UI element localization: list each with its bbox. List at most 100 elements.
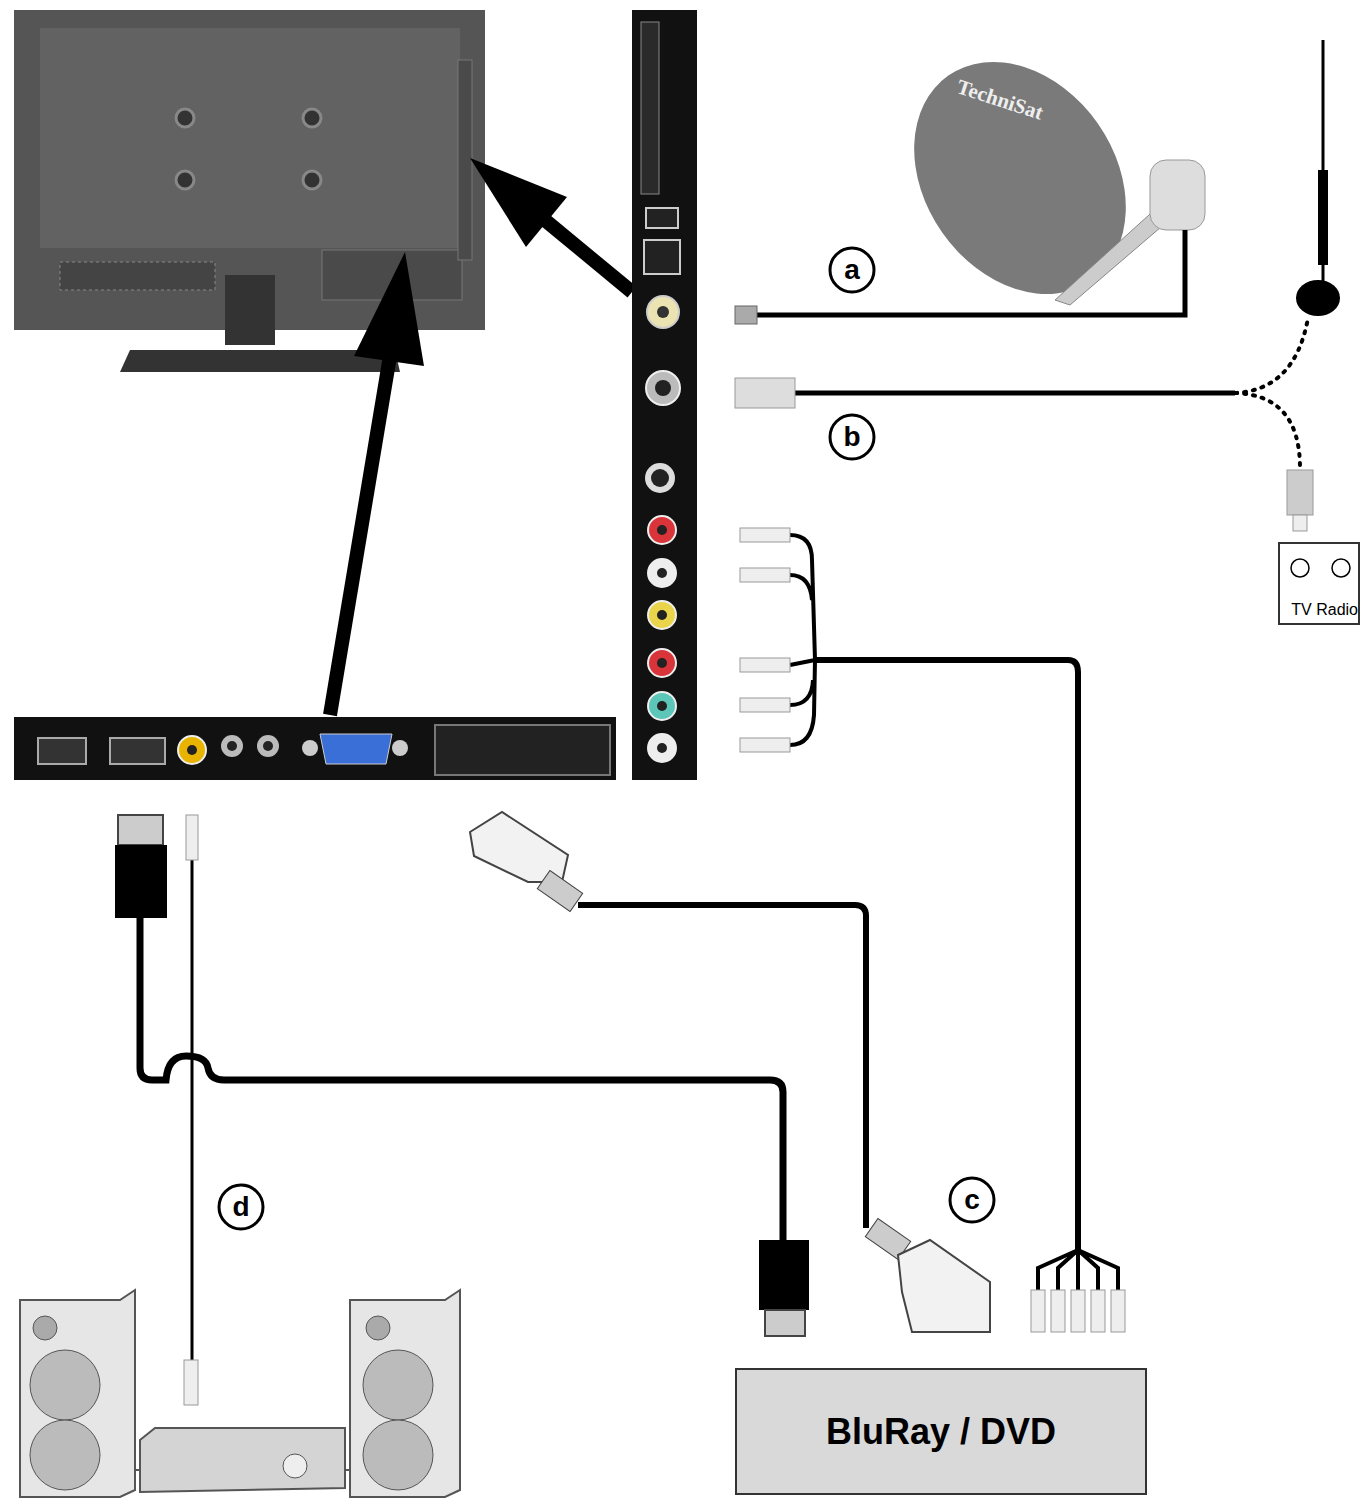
coax-plug — [1287, 470, 1313, 515]
wall-socket-box: TV Radio — [1278, 542, 1360, 625]
bottom-connector-panel — [14, 717, 616, 780]
callout-circle — [830, 415, 874, 459]
rca-plug — [740, 698, 790, 712]
tv-panel — [40, 28, 460, 248]
device-box: BluRay / DVD — [735, 1368, 1147, 1495]
satellite-dish — [870, 21, 1169, 335]
rca-plug — [1071, 1290, 1085, 1332]
scart-port — [435, 725, 610, 775]
coax-plug-tip — [1293, 515, 1307, 531]
jack-socket — [257, 735, 279, 757]
pointer-arrow-head — [470, 158, 567, 247]
speaker — [350, 1290, 460, 1497]
socket-hole — [651, 469, 669, 487]
hdmi-plug-tip — [765, 1310, 805, 1336]
coax-plug — [735, 378, 795, 408]
lnb — [1150, 160, 1205, 230]
side-connector-panel — [632, 10, 697, 780]
hdmi-port — [38, 738, 86, 764]
antenna-socket — [646, 371, 680, 405]
callout-letter: a — [844, 256, 860, 284]
woofer — [363, 1350, 433, 1420]
tweeter — [366, 1316, 390, 1340]
sat-cable — [755, 230, 1185, 315]
scart-cable — [578, 905, 866, 1228]
rca-wires — [790, 535, 815, 745]
socket-hole — [227, 741, 237, 751]
pointer-arrow-head — [354, 252, 424, 366]
hdmi-cable — [140, 918, 783, 1240]
sat-f-socket — [647, 296, 679, 328]
speaker — [20, 1290, 135, 1497]
callout-letter: c — [964, 1186, 980, 1214]
pointer-arrow — [540, 216, 632, 292]
callout-circle — [830, 248, 874, 292]
socket-hole — [657, 568, 667, 578]
rca-plug — [740, 528, 790, 542]
mount-screw — [303, 109, 321, 127]
mount-screw — [303, 171, 321, 189]
rca-socket — [648, 601, 676, 629]
rca-wires — [1038, 1250, 1118, 1290]
audio-plug — [186, 815, 198, 860]
rca-socket — [648, 734, 676, 762]
stand-neck — [225, 275, 275, 345]
mount-screw — [176, 171, 194, 189]
amplifier — [140, 1428, 345, 1492]
woofer — [30, 1350, 100, 1420]
lan-port — [644, 240, 680, 274]
rca-socket — [648, 559, 676, 587]
socket-hole — [657, 701, 667, 711]
audio-cable — [191, 858, 194, 1362]
socket-hole — [657, 610, 667, 620]
audio-plug — [184, 1360, 198, 1405]
callout-letter: d — [232, 1193, 249, 1221]
component-cable — [815, 660, 1078, 1250]
callout-letter: b — [843, 423, 860, 451]
socket-hole — [1291, 559, 1309, 577]
svideo-socket — [645, 463, 675, 493]
socket-hole — [657, 658, 667, 668]
rca-plug — [1031, 1290, 1045, 1332]
hdmi-plug — [115, 845, 167, 918]
scart-strain-relief — [537, 871, 582, 912]
card-slot — [641, 22, 659, 194]
scart-plug — [898, 1240, 990, 1332]
usb-port — [646, 208, 678, 228]
rca-plug — [1051, 1290, 1065, 1332]
side-ports — [458, 60, 472, 260]
rca-plug — [740, 568, 790, 582]
rca-plug — [740, 738, 790, 752]
hdmi-port — [110, 738, 165, 764]
rca-plug — [1111, 1290, 1125, 1332]
socket-hole — [657, 306, 669, 318]
socket-hole — [1332, 559, 1350, 577]
rca-socket — [648, 649, 676, 677]
node-text: BluRay / DVD — [826, 1411, 1056, 1453]
antenna-coil — [1318, 170, 1328, 265]
rca-socket — [648, 516, 676, 544]
rca-plug — [740, 658, 790, 672]
amplifier-knob — [283, 1454, 307, 1478]
hdmi-plug — [759, 1240, 809, 1310]
pointer-arrow — [330, 350, 391, 715]
rca-plug — [1091, 1290, 1105, 1332]
socket-hole — [657, 525, 667, 535]
rca-socket — [648, 692, 676, 720]
socket-hole — [187, 745, 197, 755]
vga-port — [320, 734, 392, 764]
antenna-cable — [795, 391, 1235, 396]
vga-screw — [392, 740, 408, 756]
woofer — [30, 1420, 100, 1490]
speaker-wire — [135, 1469, 140, 1471]
tweeter — [33, 1316, 57, 1340]
mount-screw — [176, 109, 194, 127]
vga-screw — [302, 740, 318, 756]
jack-socket — [221, 735, 243, 757]
vent — [60, 262, 215, 290]
socket-hole — [655, 380, 671, 396]
woofer — [363, 1420, 433, 1490]
